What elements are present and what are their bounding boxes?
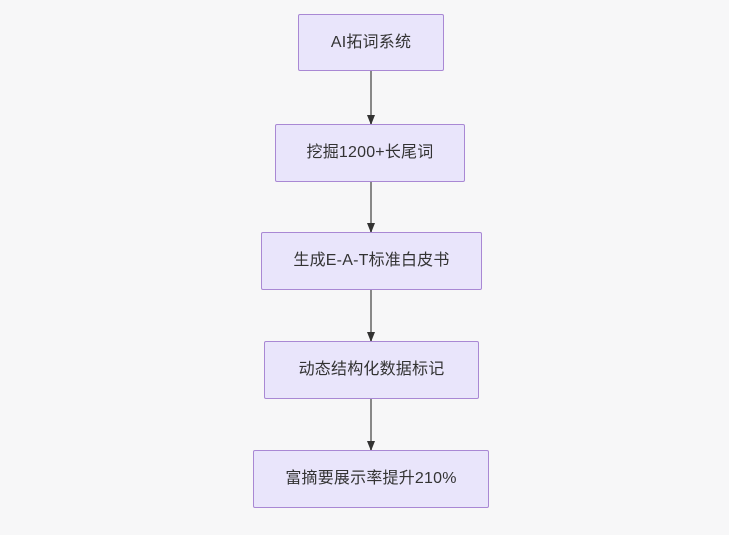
flow-node-label: 挖掘1200+长尾词 <box>306 144 434 161</box>
flow-node-label: 生成E-A-T标准白皮书 <box>293 252 450 269</box>
flow-node-generate-eat-whitepaper[interactable]: 生成E-A-T标准白皮书 <box>261 232 482 290</box>
flow-node-dynamic-structured-data-markup[interactable]: 动态结构化数据标记 <box>264 341 479 399</box>
flow-node-label: AI拓词系统 <box>330 33 412 51</box>
flow-node-ai-keyword-system[interactable]: AI拓词系统 <box>298 14 444 71</box>
flow-node-label: 富摘要展示率提升210% <box>285 470 457 487</box>
flow-node-mine-longtail-keywords[interactable]: 挖掘1200+长尾词 <box>275 124 465 182</box>
flow-node-rich-snippet-impression-uplift[interactable]: 富摘要展示率提升210% <box>253 450 489 508</box>
flow-node-label: 动态结构化数据标记 <box>298 361 445 378</box>
